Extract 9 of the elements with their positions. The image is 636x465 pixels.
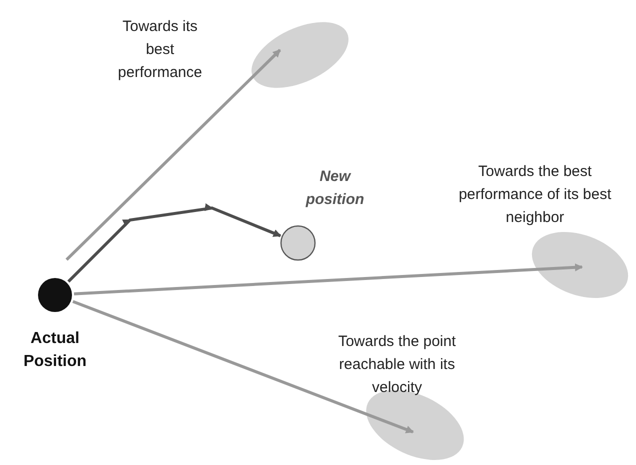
node-label: Towards the point reachable with its velocity <box>338 332 456 398</box>
node-label: New position <box>304 167 366 210</box>
node-label: Actual Position <box>22 329 88 372</box>
arrow <box>66 48 282 261</box>
node-label: Towards the best performance of its best neighbor <box>458 162 612 228</box>
arrow <box>74 263 583 296</box>
node-label: Towards its best performance <box>116 17 204 83</box>
arrow <box>72 300 414 434</box>
arrow <box>67 203 282 283</box>
